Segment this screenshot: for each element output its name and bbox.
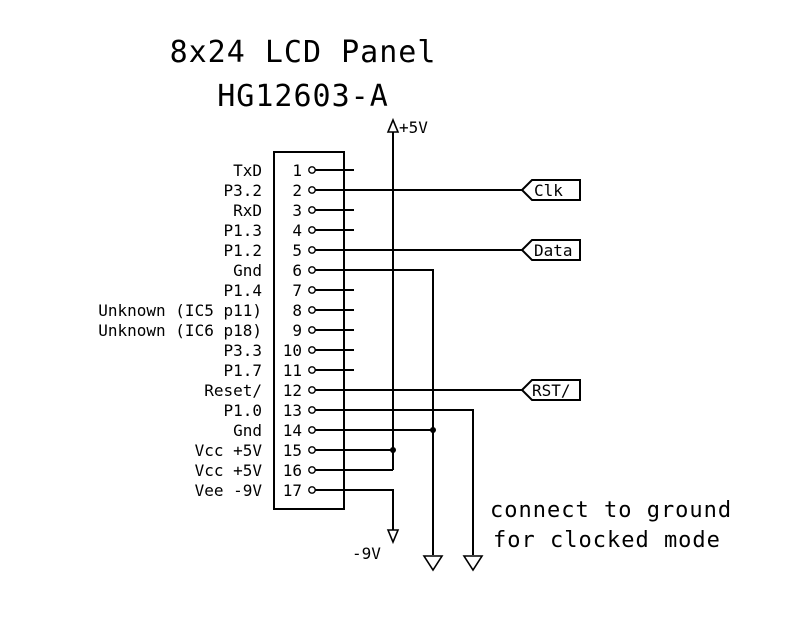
pin-terminal — [308, 406, 316, 414]
ground-symbol-icon-2 — [462, 555, 484, 572]
pin-row-3: RxD 3 — [233, 201, 354, 220]
pin-row-11: P1.7 11 — [223, 361, 354, 380]
pin-row-16: Vcc +5V 16 — [195, 461, 354, 480]
pin-terminal — [308, 226, 316, 234]
pin-label: Reset/ — [204, 381, 262, 400]
pin-row-5: P1.2 5 — [223, 241, 354, 260]
pin-number: 11 — [283, 361, 302, 380]
note-line-1: connect to ground — [490, 498, 732, 523]
pin-row-4: P1.3 4 — [223, 221, 354, 240]
pin-row-12: Reset/12 — [204, 381, 354, 400]
pin-terminal — [308, 446, 316, 454]
pin-label: P1.3 — [223, 221, 262, 240]
gnd-wire-pin6 — [316, 269, 434, 555]
pin-label: TxD — [233, 161, 262, 180]
pin-number: 6 — [292, 261, 302, 280]
pin-row-8: Unknown (IC5 p11) 8 — [98, 301, 354, 320]
pin-number: 4 — [292, 221, 302, 240]
pin-terminal — [308, 246, 316, 254]
pin-number: 7 — [292, 281, 302, 300]
pin-number: 3 — [292, 201, 302, 220]
pin-number: 17 — [283, 481, 302, 500]
pin-label: P1.2 — [223, 241, 262, 260]
pin-row-10: P3.3 10 — [223, 341, 354, 360]
pin-terminal — [308, 206, 316, 214]
pin-terminal — [308, 166, 316, 174]
pin-label: P1.4 — [223, 281, 262, 300]
rst-port-label: RST/ — [532, 381, 571, 400]
pin-label: Vcc +5V — [195, 441, 263, 460]
pin-number: 12 — [283, 381, 302, 400]
data-port-flag — [520, 239, 581, 261]
pin-label: P1.7 — [223, 361, 262, 380]
pin-row-2: P3.2 2 — [223, 181, 354, 200]
pin-label: P3.2 — [223, 181, 262, 200]
pin-label: P1.0 — [223, 401, 262, 420]
vcc-label: +5V — [399, 118, 428, 137]
gnd-junction — [430, 427, 436, 433]
pin-terminal — [308, 306, 316, 314]
pin-label: P3.3 — [223, 341, 262, 360]
pin-terminal — [308, 346, 316, 354]
pin-row-7: P1.4 7 — [223, 281, 354, 300]
data-port-label: Data — [534, 241, 573, 260]
pin-terminal — [308, 186, 316, 194]
vcc-junction — [390, 447, 396, 453]
pin-number: 9 — [292, 321, 302, 340]
pin-terminal — [308, 266, 316, 274]
pin-terminal — [308, 486, 316, 494]
title-line-2: HG12603-A — [217, 79, 389, 114]
pin-number: 13 — [283, 401, 302, 420]
pin-terminal — [308, 286, 316, 294]
vee-wire — [316, 489, 394, 530]
pin-row-9: Unknown (IC6 p18) 9 — [98, 321, 354, 340]
pin-number: 14 — [283, 421, 302, 440]
pin-label: Unknown (IC5 p11) — [98, 301, 262, 320]
pin-terminal — [308, 326, 316, 334]
pin-number: 1 — [292, 161, 302, 180]
vee-label: -9V — [352, 544, 381, 563]
pin-label: RxD — [233, 201, 262, 220]
title-line-1: 8x24 LCD Panel — [170, 35, 437, 70]
pin-number: 16 — [283, 461, 302, 480]
pin-terminal — [308, 466, 316, 474]
pin-number: 15 — [283, 441, 302, 460]
pin-label: Vee -9V — [195, 481, 263, 500]
pin-label: Gnd — [233, 421, 262, 440]
vcc-arrow-icon — [386, 117, 400, 133]
pin-number: 10 — [283, 341, 302, 360]
pin13-wire — [316, 409, 474, 555]
pin-label: Gnd — [233, 261, 262, 280]
pin-terminal — [308, 426, 316, 434]
vee-arrow-icon — [386, 529, 400, 545]
clk-port-flag — [520, 179, 581, 201]
pin-label: Vcc +5V — [195, 461, 263, 480]
pin-row-14: Gnd 14 — [233, 421, 354, 440]
clk-port-label: Clk — [534, 181, 563, 200]
pin-number: 2 — [292, 181, 302, 200]
pin-number: 8 — [292, 301, 302, 320]
ground-symbol-icon — [422, 555, 444, 572]
pin-label: Unknown (IC6 p18) — [98, 321, 262, 340]
rst-port-flag — [520, 379, 581, 401]
note-line-2: for clocked mode — [493, 528, 721, 553]
pin-row-1: TxD 1 — [233, 161, 354, 180]
pin-number: 5 — [292, 241, 302, 260]
pin-terminal — [308, 386, 316, 394]
pin-terminal — [308, 366, 316, 374]
